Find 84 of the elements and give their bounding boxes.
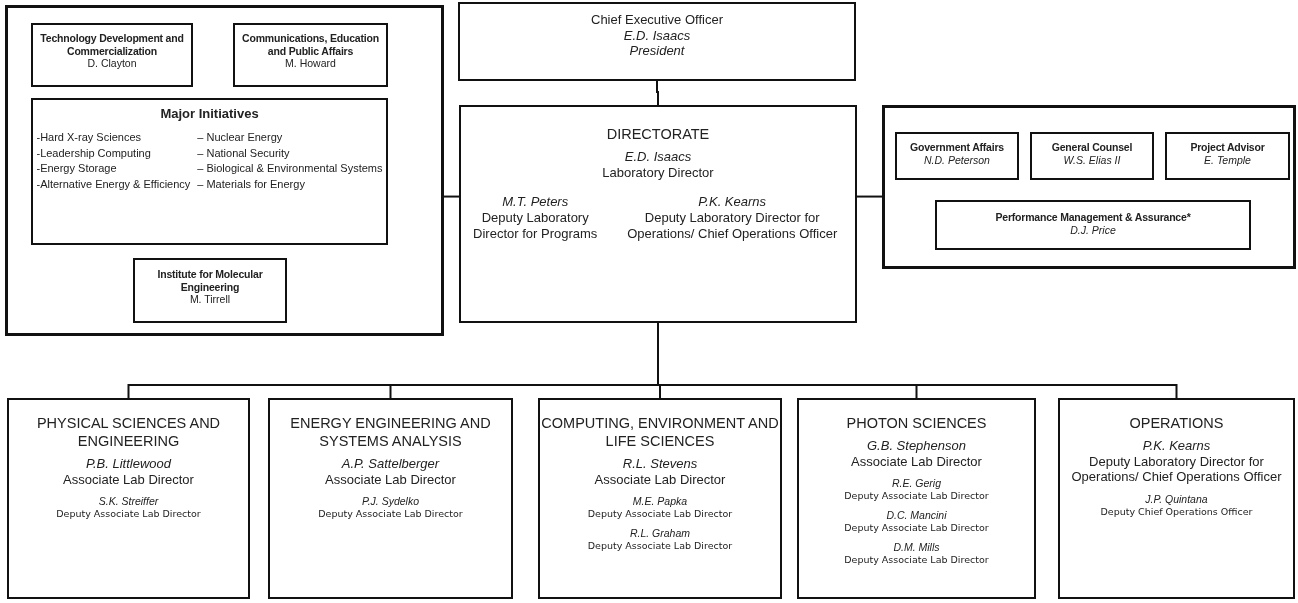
person-name: G.B. Stephenson [867, 438, 966, 454]
person-name: S.K. Streiffer [98, 495, 159, 509]
connector-line [443, 195, 460, 198]
person-name: P.K. Kearns [698, 194, 767, 210]
unit-title: ENERGY ENGINEERING AND SYSTEMS ANALYSIS [289, 414, 492, 451]
job-title: Deputy Associate Lab Director [844, 521, 989, 534]
section-heading: Major Initiatives [160, 106, 259, 122]
person-name: D.M. Mills [893, 541, 940, 554]
job-title: Associate Lab Director [63, 471, 194, 488]
person-name: W.S. Elias II [1063, 153, 1121, 167]
org-box [1058, 398, 1295, 599]
person-name: D.J. Price [1070, 223, 1116, 237]
org-box [31, 98, 388, 245]
org-box [233, 23, 388, 87]
job-title: President [629, 43, 685, 59]
job-title: Deputy Associate Lab Director [318, 508, 463, 520]
person-name: E.D. Isaacs [624, 149, 692, 165]
org-box [797, 398, 1036, 599]
unit-title: PHOTON SCIENCES [846, 414, 987, 433]
person-name: D.C. Mancini [886, 509, 947, 522]
person-name: M. Howard [285, 57, 336, 70]
person-name: A.P. Sattelberger [341, 456, 440, 472]
person-name: R.E. Gerig [892, 477, 941, 490]
unit-title: OPERATIONS [1129, 414, 1224, 433]
org-box [935, 200, 1251, 250]
unit-title: Government Affairs [909, 141, 1004, 154]
job-title: Laboratory Director [602, 164, 714, 181]
unit-title: General Counsel [1051, 141, 1133, 154]
job-title: Deputy Associate Lab Director [844, 489, 989, 502]
org-box [268, 398, 513, 599]
job-title: Associate Lab Director [325, 471, 456, 488]
person-name: P.J. Sydelko [362, 495, 419, 509]
job-title: Deputy Laboratory Director for Programs [472, 209, 599, 242]
job-title: Associate Lab Director [594, 471, 726, 488]
person-name: R.L. Stevens [622, 456, 698, 472]
job-title: Deputy Associate Lab Director [844, 553, 989, 566]
list-item: – National Security [197, 145, 290, 161]
unit-title: Performance Management & Assurance* [995, 211, 1191, 224]
org-box [7, 398, 250, 599]
org-box [1165, 132, 1290, 180]
group-panel [882, 105, 1296, 269]
job-title: Associate Lab Director [851, 453, 982, 470]
unit-title: Project Advisor [1190, 141, 1265, 154]
job-title: Deputy Associate Lab Director [56, 508, 201, 520]
unit-title: COMPUTING, ENVIRONMENT AND LIFE SCIENCES [540, 414, 780, 451]
connector-line [656, 80, 659, 106]
job-title: Chief Executive Officer [591, 12, 723, 28]
list-item: -Energy Storage [36, 161, 117, 177]
list-item: -Hard X-ray Sciences [36, 129, 141, 145]
job-title: Deputy Laboratory Director for Operations/ Chief Operations Officer [1070, 453, 1283, 485]
connector-line [856, 195, 883, 198]
org-box [538, 398, 782, 599]
list-item: -Leadership Computing [36, 145, 151, 161]
job-title: Deputy Associate Lab Director [587, 508, 733, 520]
person-name: D. Clayton [87, 57, 137, 70]
person-name: P.B. Littlewood [85, 456, 171, 472]
person-name: P.K. Kearns [1142, 438, 1211, 454]
org-box [459, 105, 857, 323]
person-name: E. Temple [1204, 153, 1251, 167]
org-box [458, 2, 856, 81]
job-title: Deputy Associate Lab Director [587, 540, 733, 552]
unit-title: PHYSICAL SCIENCES AND ENGINEERING [35, 414, 222, 451]
person-name: M. Tirrell [189, 293, 231, 306]
org-box [1030, 132, 1154, 180]
unit-title: DIRECTORATE [606, 125, 710, 144]
unit-title: Institute for Molecular Engineering [156, 268, 264, 294]
person-name: N.D. Peterson [924, 153, 990, 167]
person-name: M.E. Papka [632, 495, 688, 509]
org-box [31, 23, 193, 87]
person-name: E.D. Isaacs [623, 27, 691, 44]
unit-title: Technology Development and Commercialization [39, 32, 185, 58]
list-item: -Alternative Energy & Efficiency [36, 177, 191, 193]
list-item: – Biological & Environmental Systems [197, 161, 383, 177]
list-item: – Nuclear Energy [197, 129, 283, 145]
org-box [133, 258, 287, 323]
person-name: M.T. Peters [502, 194, 569, 210]
person-name: J.P. Quintana [1145, 492, 1208, 506]
unit-title: Communications, Education and Public Affairs [241, 32, 380, 58]
job-title: Deputy Chief Operations Officer [1100, 505, 1253, 517]
list-item: – Materials for Energy [197, 177, 305, 193]
org-box [895, 132, 1019, 180]
group-panel [5, 5, 444, 336]
person-name: R.L. Graham [629, 527, 691, 540]
job-title: Deputy Laboratory Director for Operations/ Chief Operations Officer [626, 209, 839, 242]
